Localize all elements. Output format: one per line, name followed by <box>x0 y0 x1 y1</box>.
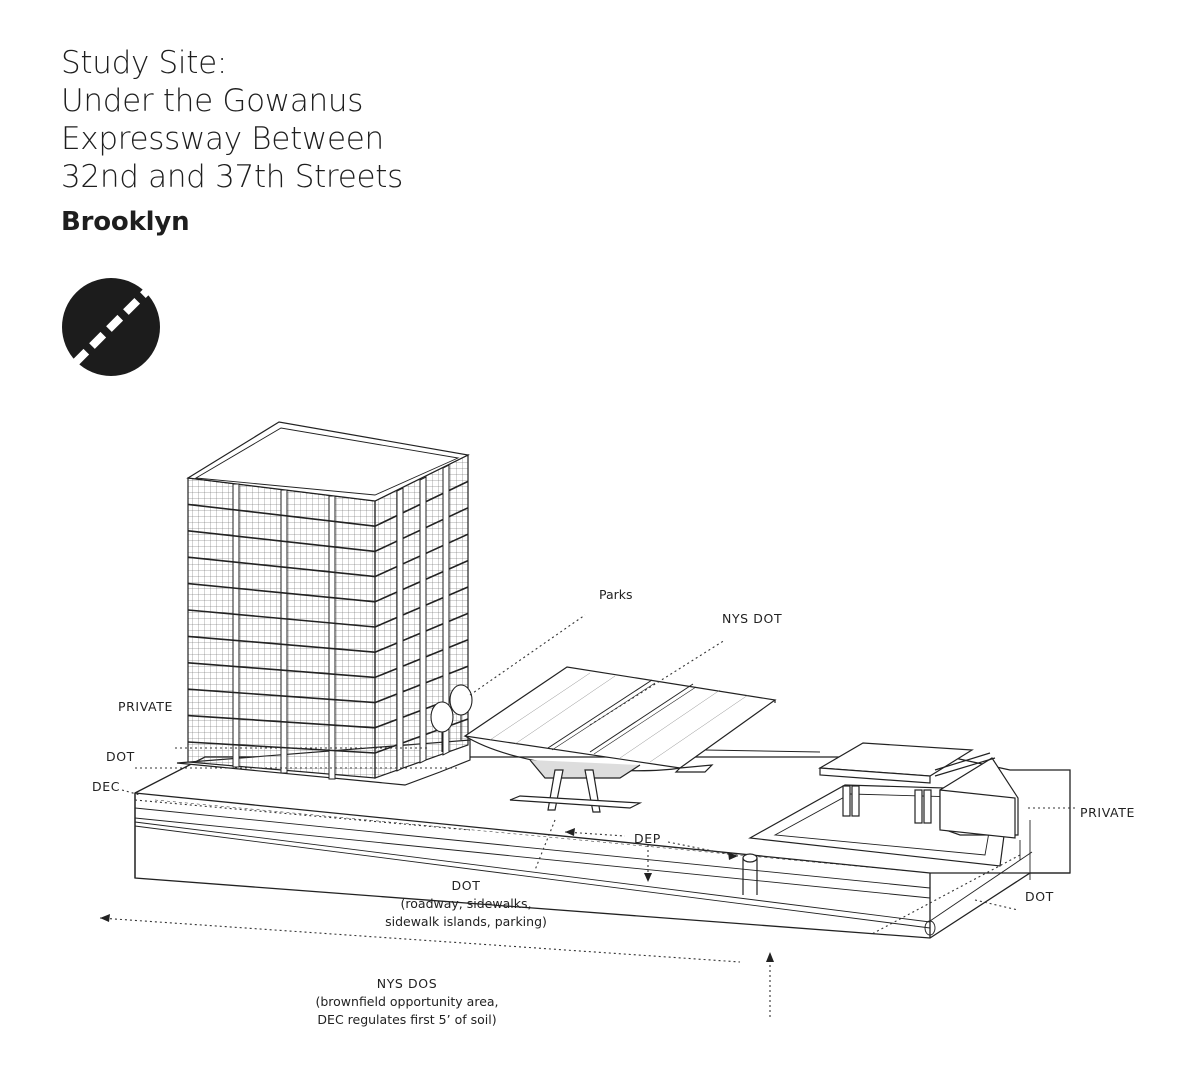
label-dec-left: DEC <box>92 779 120 794</box>
label-parks: Parks <box>599 587 633 602</box>
title-line-3: Expressway Between <box>61 121 384 157</box>
title-line-1: Study Site: <box>61 45 228 81</box>
floor-line <box>187 609 376 628</box>
label-nys-dos-3: DEC regulates first 5’ of soil) <box>317 1012 496 1027</box>
label-dot-center-2: (roadway, sidewalks, <box>401 896 532 911</box>
floor-line <box>187 688 376 704</box>
title-line-4: 32nd and 37th Streets <box>61 159 403 195</box>
canopy-structure <box>742 742 1019 895</box>
floor-line <box>187 530 376 553</box>
floor-line <box>187 556 376 578</box>
label-nys-dos-2: (brownfield opportunity area, <box>315 994 498 1009</box>
floor-line <box>187 582 376 603</box>
leader-lines <box>99 614 1075 1018</box>
floor-line <box>187 714 376 729</box>
trees <box>430 684 473 752</box>
arrowheads <box>100 828 774 962</box>
title-block: Study Site: Under the Gowanus Expressway… <box>61 44 403 196</box>
floor-line <box>187 635 376 653</box>
label-dot-center-1: DOT <box>452 878 481 893</box>
tower-building <box>176 421 471 786</box>
title-line-2: Under the Gowanus <box>61 83 364 119</box>
label-private-right: PRIVATE <box>1080 805 1135 820</box>
floor-line <box>187 662 376 679</box>
label-nys-dot: NYS DOT <box>722 611 782 626</box>
circle-slash-dashed-icon <box>62 278 160 376</box>
borough-subtitle: Brooklyn <box>61 207 190 237</box>
expressway-deck <box>463 666 821 813</box>
label-dot-right: DOT <box>1025 889 1054 904</box>
label-dep: DEP <box>634 831 661 846</box>
floor-line <box>187 503 376 527</box>
label-nys-dos-1: NYS DOS <box>377 976 438 991</box>
label-dot-center-3: sidewalk islands, parking) <box>385 914 547 929</box>
label-private-left: PRIVATE <box>118 699 173 714</box>
label-dot-left: DOT <box>106 749 135 764</box>
